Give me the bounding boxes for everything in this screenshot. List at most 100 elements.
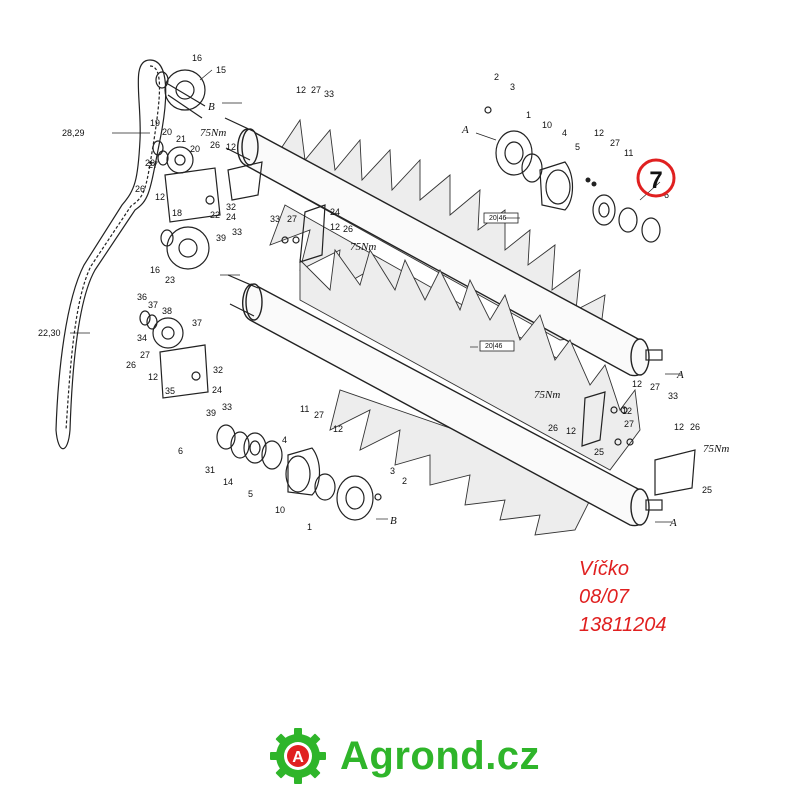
- part-label: 28,29: [62, 128, 85, 138]
- part-label: 38: [162, 306, 172, 316]
- part-label: B: [208, 101, 215, 113]
- part-label: 6: [664, 190, 669, 200]
- gear-logo-icon: A: [270, 728, 326, 784]
- part-label: 1: [307, 522, 312, 532]
- part-label: 27: [610, 138, 620, 148]
- highlight-circle: [636, 158, 676, 198]
- part-label: 27: [650, 382, 660, 392]
- part-label: 33: [270, 214, 280, 224]
- part-date: 08/07: [579, 586, 630, 608]
- torque-labels: 75Nm 75Nm 75Nm 75Nm: [200, 127, 729, 455]
- part-label: 18: [172, 208, 182, 218]
- part-label: 11: [624, 148, 633, 158]
- part-label: 24: [330, 207, 340, 217]
- lower-bearing-group: [216, 424, 382, 521]
- part-label: 15: [216, 65, 226, 75]
- highlight-label: 7: [649, 167, 662, 194]
- part-label: 25: [594, 447, 604, 457]
- part-label: 6: [178, 446, 183, 456]
- part-label: 21: [176, 134, 186, 144]
- part-label: 4: [562, 128, 567, 138]
- part-label: 27: [140, 350, 150, 360]
- part-label: 33: [324, 89, 334, 99]
- part-label: A: [669, 517, 677, 529]
- part-label: 12: [330, 222, 340, 232]
- left-drive-parts: [139, 69, 326, 399]
- torque-label: 75Nm: [200, 127, 226, 139]
- part-label: 3: [390, 466, 395, 476]
- part-name: Víčko: [579, 558, 630, 580]
- right-guards: [581, 391, 696, 496]
- part-label: 14: [223, 477, 233, 487]
- part-label: 12: [674, 422, 684, 432]
- part-label: 11: [300, 404, 309, 414]
- part-label: 3: [510, 82, 515, 92]
- part-label: 20|46: [485, 343, 502, 350]
- part-label: 27: [624, 419, 634, 429]
- part-code: 13811204: [579, 614, 667, 636]
- part-label: 34: [137, 333, 147, 343]
- part-label: 12: [333, 424, 343, 434]
- part-label: 22,30: [38, 328, 61, 338]
- part-label: 26: [343, 224, 353, 234]
- brand-name: Agrond.cz: [340, 733, 541, 778]
- part-label: B: [390, 515, 397, 527]
- part-label: 33: [222, 402, 232, 412]
- part-label: 12: [566, 426, 576, 436]
- part-label: 27: [287, 214, 297, 224]
- part-label: 26: [548, 423, 558, 433]
- part-label: 12: [622, 406, 632, 416]
- logo-letter: A: [292, 749, 304, 766]
- part-label: 25: [702, 485, 712, 495]
- lower-rotor: [227, 248, 663, 536]
- part-label: 39: [216, 233, 226, 243]
- part-label: 24: [226, 212, 236, 222]
- part-label: 12: [155, 192, 165, 202]
- part-label: 33: [668, 391, 678, 401]
- part-label: 32: [213, 365, 223, 375]
- part-label: 22: [210, 210, 220, 220]
- part-label: 12: [594, 128, 604, 138]
- part-label: 32: [226, 202, 236, 212]
- part-label: 5: [575, 142, 580, 152]
- part-label: 12: [226, 142, 236, 152]
- part-label: 39: [206, 408, 216, 418]
- part-label: A: [461, 124, 469, 136]
- drive-chain: [55, 59, 167, 450]
- part-label: 16: [192, 53, 202, 63]
- part-number-labels: 16 15 B 28,29 19 20 21 26 20 27 26 12 26…: [38, 53, 712, 532]
- part-label: 26: [145, 158, 155, 168]
- drive-chain-inner: [65, 65, 161, 431]
- part-label: 31: [205, 465, 215, 475]
- part-label: 5: [248, 489, 253, 499]
- torque-label: 75Nm: [534, 389, 560, 401]
- part-label: 26: [135, 184, 145, 194]
- part-label: 20: [190, 144, 200, 154]
- part-label: 26: [690, 422, 700, 432]
- part-label: 4: [282, 435, 287, 445]
- part-label: A: [676, 369, 684, 381]
- part-label: 27: [314, 410, 324, 420]
- part-label: 33: [232, 227, 242, 237]
- part-label: 20|46: [489, 215, 506, 222]
- part-label: 1: [526, 110, 531, 120]
- highlighted-part-7: 7: [636, 158, 676, 198]
- leader-lines: [70, 69, 682, 523]
- part-label: 37: [148, 300, 158, 310]
- part-label: 19: [150, 118, 160, 128]
- part-caption: Víčko 08/07 13811204: [579, 555, 667, 639]
- part-label: 10: [275, 505, 285, 515]
- part-label: 10: [542, 120, 552, 130]
- torque-label: 75Nm: [350, 241, 376, 253]
- part-label: 35: [165, 386, 175, 396]
- part-label: 27: [148, 160, 158, 170]
- part-label: 2: [494, 72, 499, 82]
- part-label: 12: [148, 372, 158, 382]
- brand-footer[interactable]: A Agrond.cz: [266, 724, 540, 788]
- part-label: 27: [311, 85, 321, 95]
- part-label: 36: [137, 292, 147, 302]
- part-label: 16: [150, 265, 160, 275]
- upper-bearing-group: [484, 106, 661, 243]
